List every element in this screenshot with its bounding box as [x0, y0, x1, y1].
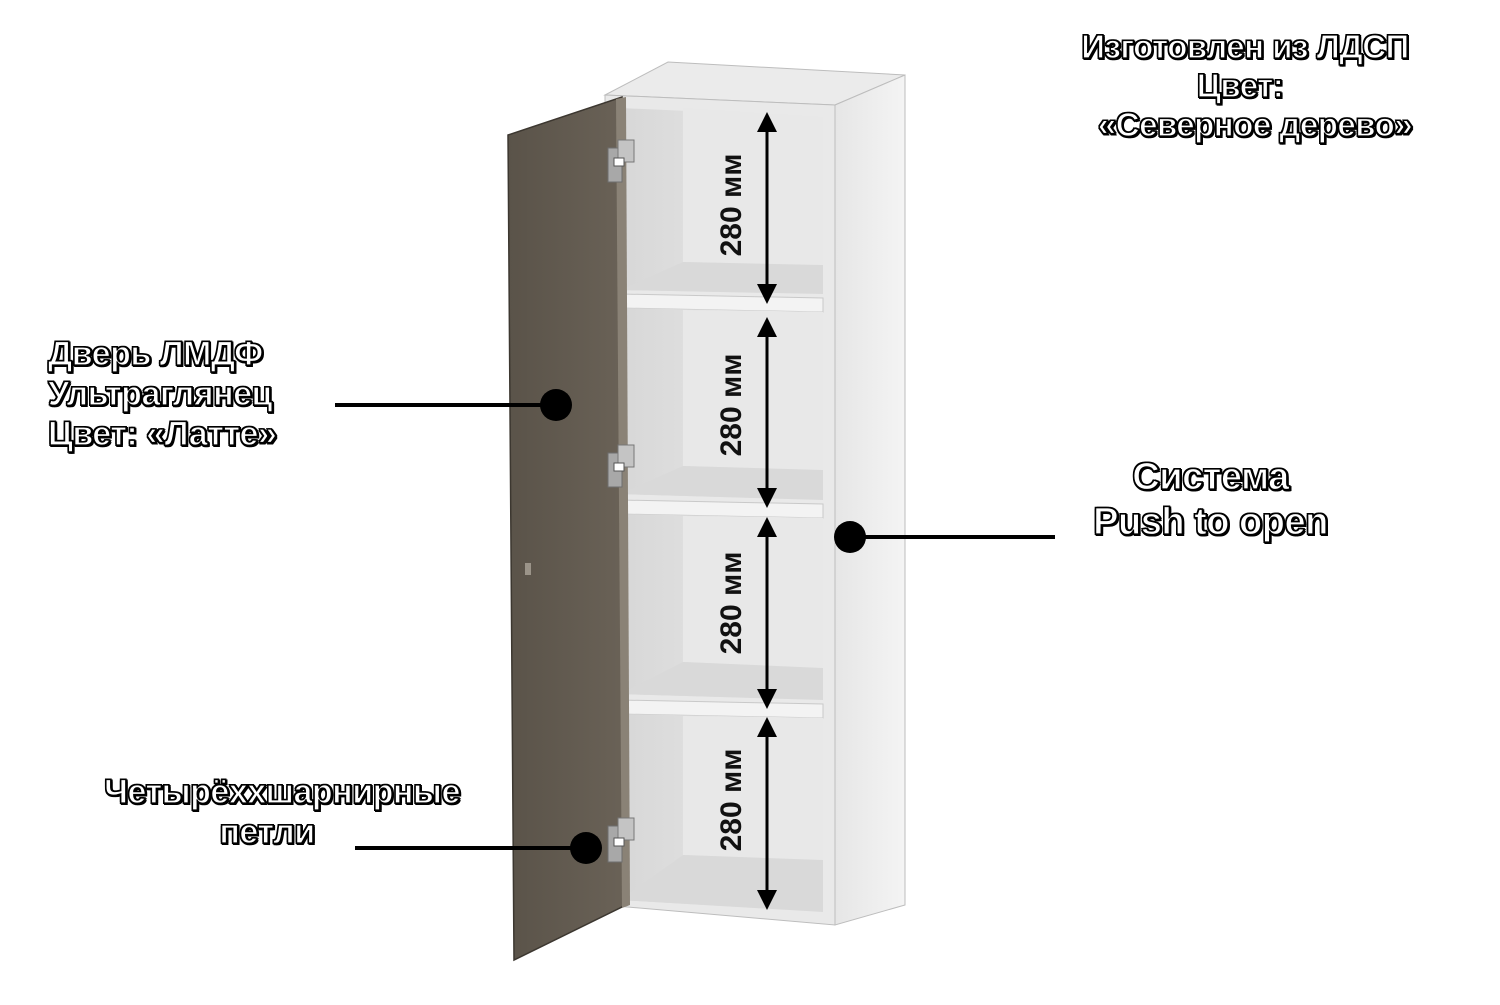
- material-callout-line1: Изготовлен из ЛДСП: [1081, 27, 1410, 65]
- dimension-arrow-2: [757, 317, 777, 508]
- hinges-callout-line2: петли: [219, 813, 316, 852]
- push-latch: [525, 563, 531, 575]
- dimension-label-4: 280 мм: [715, 749, 748, 852]
- push-system-callout-pointer: [834, 521, 1055, 553]
- hinges-callout: Четырёххшарнирные петли: [72, 772, 492, 852]
- material-callout-line2: Цвет:: [1196, 66, 1284, 104]
- material-callout: Изготовлен из ЛДСП Цвет: «Северное дерев…: [1045, 27, 1445, 145]
- push-system-callout-line2: Push to open: [1093, 500, 1329, 543]
- hinge-bottom: [607, 817, 635, 863]
- door-callout-pointer: [335, 389, 572, 421]
- push-system-callout-line1: Система: [1132, 455, 1290, 498]
- door-callout-line3: Цвет: «Латте»: [47, 415, 277, 454]
- hinges-callout-pointer: [355, 832, 602, 864]
- dimension-arrow-3: [757, 517, 777, 709]
- compartment-4: [620, 714, 823, 912]
- dimension-label-2: 280 мм: [715, 354, 748, 457]
- dimension-label-1: 280 мм: [715, 154, 748, 257]
- door-callout-line2: Ультраглянец: [47, 375, 273, 414]
- dimension-arrow-1: [757, 112, 777, 304]
- hinge-middle: [607, 444, 635, 488]
- dimension-label-3: 280 мм: [715, 552, 748, 655]
- compartment-3: [620, 514, 823, 700]
- material-callout-line3: «Северное дерево»: [1097, 105, 1413, 143]
- push-system-callout: Система Push to open: [1073, 455, 1348, 545]
- compartment-2: [620, 308, 823, 500]
- door-callout-line1: Дверь ЛМДФ: [47, 334, 263, 373]
- cabinet-right-side: [834, 74, 906, 926]
- door-callout: Дверь ЛМДФ Ультраглянец Цвет: «Латте»: [47, 334, 277, 454]
- door-edge: [616, 97, 630, 908]
- hinge-top: [607, 139, 635, 183]
- dimension-arrow-4: [757, 717, 777, 910]
- hinges-callout-line1: Четырёххшарнирные: [104, 772, 461, 811]
